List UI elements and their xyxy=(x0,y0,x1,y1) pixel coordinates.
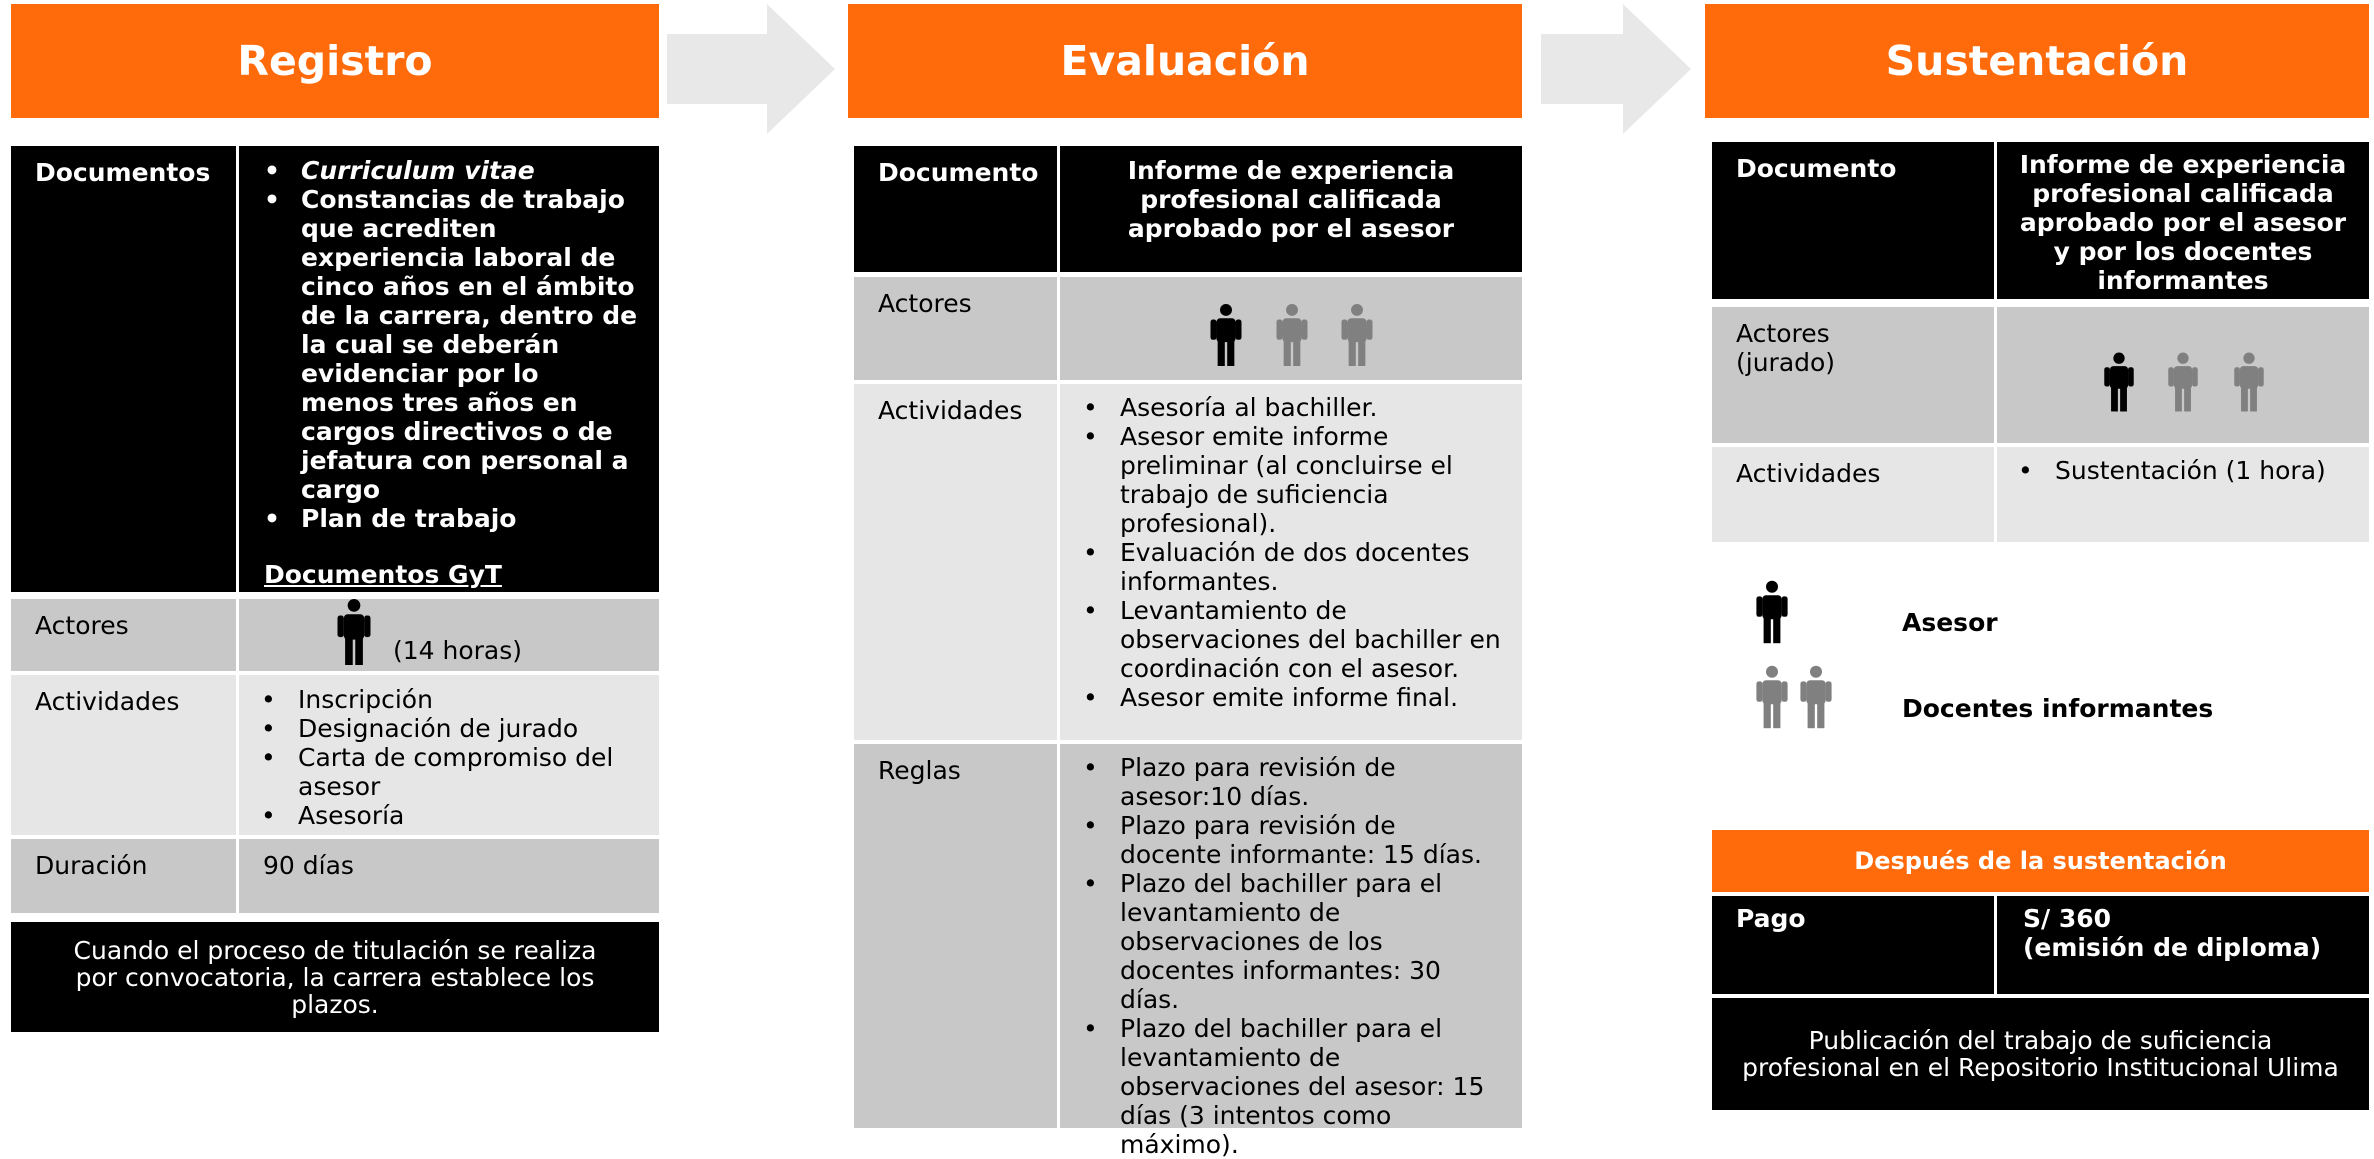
evaluacion-reglas-list: Plazo para revisión de asesor:10 días. P… xyxy=(1060,744,1522,1159)
actividad-item: Inscripción xyxy=(261,685,639,714)
evaluacion-title: Evaluación xyxy=(1060,37,1310,85)
evaluacion-documento-label: Documento xyxy=(854,146,1057,272)
legend-asesor-label: Asesor xyxy=(1902,608,1998,637)
sustentacion-documento-label: Documento xyxy=(1712,142,1994,299)
registro-duracion-value: 90 días xyxy=(239,839,659,913)
evaluacion-actividades-list: Asesoría al bachiller. Asesor emite info… xyxy=(1060,384,1522,740)
regla-item: Plazo para revisión de asesor:10 días. xyxy=(1083,753,1502,811)
pago-amount: S/ 360 xyxy=(2023,904,2112,933)
evaluacion-reglas-label: Reglas xyxy=(854,744,1057,1128)
documentos-gyt-link[interactable]: Documentos GyT xyxy=(264,560,502,589)
asesor-person-icon xyxy=(2104,352,2134,412)
sustentacion-title: Sustentación xyxy=(1885,37,2189,85)
actividad-item: Asesor emite informe final. xyxy=(1083,683,1502,712)
registro-documentos-list: Curriculum vitae Constancias de trabajo … xyxy=(239,146,659,592)
regla-item: Plazo del bachiller para el levantamient… xyxy=(1083,869,1502,1014)
process-arrow-2 xyxy=(1541,4,1691,134)
actividad-item: Designación de jurado xyxy=(261,714,639,743)
asesor-person-icon xyxy=(1210,304,1242,366)
actividad-item: Levantamiento de observaciones del bachi… xyxy=(1083,596,1502,683)
sustentacion-actividades-label: Actividades xyxy=(1712,447,1994,542)
asesor-person-icon xyxy=(337,599,371,665)
actividad-item: Sustentación (1 hora) xyxy=(2018,456,2349,485)
registro-actividades-label: Actividades xyxy=(11,675,236,835)
registro-duracion-label: Duración xyxy=(11,839,236,913)
actividad-item: Asesoría xyxy=(261,801,639,830)
docente-person-icon xyxy=(2168,352,2198,412)
docente-person-icon xyxy=(1341,304,1373,366)
evaluacion-header: Evaluación xyxy=(848,4,1522,118)
sustentacion-actores-cell xyxy=(1997,307,2369,443)
registro-actores-label: Actores xyxy=(11,599,236,671)
registro-title: Registro xyxy=(237,37,433,85)
legend-docente-icon xyxy=(1800,665,1832,729)
despues-pago-label: Pago xyxy=(1712,896,1994,994)
registro-header: Registro xyxy=(11,4,659,118)
pago-detail: (emisión de diploma) xyxy=(2023,933,2322,962)
legend-asesor-icon xyxy=(1756,580,1788,644)
despues-note: Publicación del trabajo de suficiencia p… xyxy=(1712,998,2369,1110)
legend-docente-icon xyxy=(1756,665,1788,729)
evaluacion-documento-value: Informe de experiencia profesional calif… xyxy=(1060,146,1522,272)
actividad-item: Evaluación de dos docentes informantes. xyxy=(1083,538,1502,596)
documentos-list: Curriculum vitae Constancias de trabajo … xyxy=(264,156,639,533)
regla-item: Plazo del bachiller para el levantamient… xyxy=(1083,1014,1502,1159)
documento-item: Curriculum vitae xyxy=(264,156,639,185)
sustentacion-actividades-list: Sustentación (1 hora) xyxy=(1997,447,2369,542)
docente-person-icon xyxy=(2234,352,2264,412)
registro-documentos-label: Documentos xyxy=(11,146,236,592)
documento-item: Constancias de trabajo que acrediten exp… xyxy=(264,185,639,504)
despues-header: Después de la sustentación xyxy=(1712,830,2369,892)
actividad-item: Asesor emite informe preliminar (al conc… xyxy=(1083,422,1502,538)
process-arrow-1 xyxy=(667,4,835,134)
despues-pago-value: S/ 360 (emisión de diploma) xyxy=(1997,896,2369,994)
actividad-item: Asesoría al bachiller. xyxy=(1083,393,1502,422)
registro-actividades-list: Inscripción Designación de jurado Carta … xyxy=(239,675,659,835)
regla-item: Plazo para revisión de docente informant… xyxy=(1083,811,1502,869)
evaluacion-actores-cell xyxy=(1060,277,1522,380)
evaluacion-actores-label: Actores xyxy=(854,277,1057,380)
registro-actores-cell: (14 horas) xyxy=(239,599,659,671)
sustentacion-actores-label: Actores (jurado) xyxy=(1712,307,1994,443)
registro-actores-hours: (14 horas) xyxy=(393,636,523,665)
documento-item: Plan de trabajo xyxy=(264,504,639,533)
actividad-item: Carta de compromiso del asesor xyxy=(261,743,639,801)
registro-note: Cuando el proceso de titulación se reali… xyxy=(11,922,659,1032)
evaluacion-actividades-label: Actividades xyxy=(854,384,1057,740)
docente-person-icon xyxy=(1276,304,1308,366)
sustentacion-documento-value: Informe de experiencia profesional calif… xyxy=(1997,142,2369,299)
sustentacion-header: Sustentación xyxy=(1705,4,2369,118)
legend-docentes-label: Docentes informantes xyxy=(1902,694,2214,723)
